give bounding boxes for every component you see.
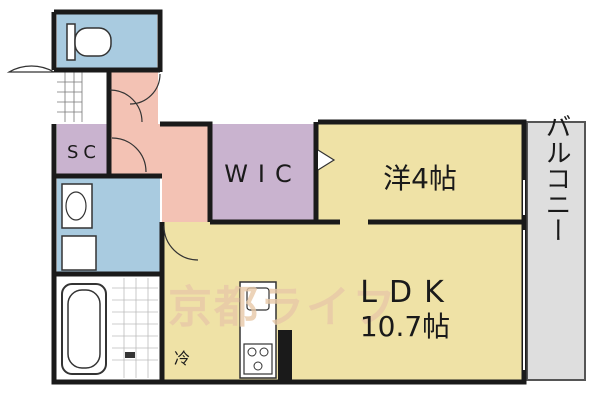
sc-label: SC bbox=[67, 142, 101, 163]
western-room-floor bbox=[318, 124, 522, 222]
bathtub-icon bbox=[61, 283, 107, 375]
ldk-size-label: 10.7帖 bbox=[360, 310, 450, 343]
washbasin-bowl-icon bbox=[65, 191, 87, 221]
balcony-floor bbox=[526, 121, 586, 381]
sc-floor bbox=[57, 124, 109, 174]
bathroom-tiles bbox=[112, 278, 158, 378]
kitchen-wall bbox=[278, 330, 292, 380]
kitchen-sink-icon bbox=[246, 287, 270, 311]
entrance-floor bbox=[57, 72, 109, 122]
burner-icon bbox=[247, 347, 257, 357]
ldk-label: LDK bbox=[360, 275, 456, 310]
entrance-tiles bbox=[57, 72, 83, 122]
walls bbox=[51, 9, 527, 385]
watermark-logo: 京都ライフ bbox=[168, 282, 398, 333]
stove-icon bbox=[243, 343, 273, 375]
burner-icon bbox=[253, 361, 263, 371]
wic-label: WIC bbox=[224, 160, 302, 188]
washing-machine-icon bbox=[61, 235, 97, 271]
toilet-tank-icon bbox=[66, 23, 76, 61]
toilet-bowl-icon bbox=[74, 27, 112, 57]
burner-icon bbox=[259, 347, 269, 357]
fridge-label: 冷 bbox=[174, 349, 190, 368]
western-room-label: 洋4帖 bbox=[383, 162, 457, 195]
shower-tap-icon bbox=[125, 352, 135, 358]
washbasin-icon bbox=[61, 183, 93, 229]
balcony-label: バルコニー bbox=[541, 113, 571, 243]
hall-floor bbox=[110, 72, 210, 222]
wic-floor bbox=[210, 124, 316, 222]
bathtub-inner-icon bbox=[67, 289, 101, 369]
door-swings bbox=[6, 65, 336, 261]
